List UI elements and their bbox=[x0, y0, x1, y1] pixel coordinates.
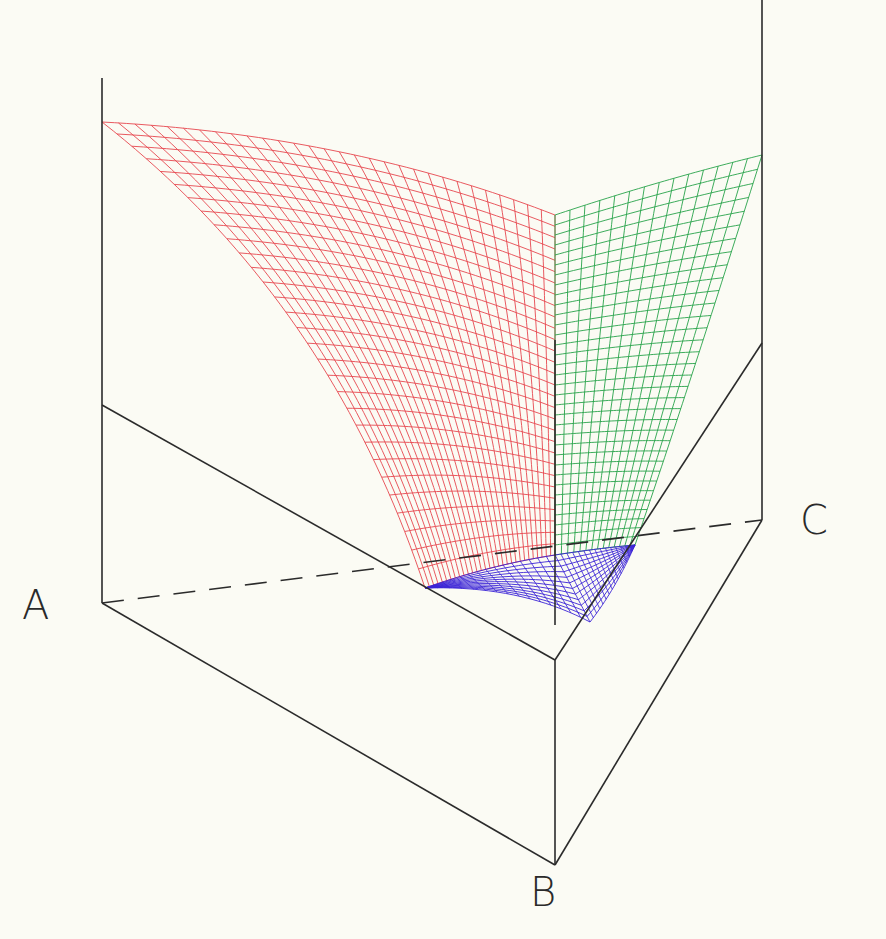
surface-mesh bbox=[307, 343, 555, 396]
surface-mesh bbox=[354, 155, 494, 567]
surface-mesh bbox=[555, 441, 670, 445]
surface-mesh bbox=[555, 451, 667, 455]
surface-mesh bbox=[174, 184, 555, 271]
surface-mesh bbox=[635, 155, 762, 545]
surface-mesh bbox=[555, 303, 715, 325]
surface-mesh bbox=[160, 171, 555, 260]
surface-mesh bbox=[555, 528, 641, 535]
surface-mesh bbox=[132, 146, 555, 237]
surface-mesh bbox=[328, 375, 555, 419]
vertex-label: C bbox=[800, 500, 828, 540]
surface-mesh bbox=[390, 491, 555, 498]
base-edge bbox=[555, 520, 762, 865]
surface-mesh bbox=[555, 225, 740, 265]
surface-mesh bbox=[555, 386, 688, 395]
vertex-label: B bbox=[530, 872, 556, 912]
surface-mesh bbox=[425, 545, 635, 588]
surface-mesh bbox=[580, 196, 615, 552]
surface-mesh bbox=[405, 520, 555, 531]
surface-mesh bbox=[555, 471, 660, 475]
surface-mesh bbox=[135, 124, 434, 585]
surface-mesh bbox=[239, 253, 555, 328]
surface-mesh bbox=[471, 186, 529, 560]
surface-mesh bbox=[382, 475, 555, 487]
surface-mesh bbox=[324, 149, 486, 570]
surface-mesh bbox=[425, 545, 635, 588]
surface-mesh bbox=[555, 430, 674, 435]
surface-mesh bbox=[337, 392, 555, 431]
surface-mesh bbox=[397, 506, 555, 513]
surface-mesh bbox=[339, 152, 490, 569]
surface-mesh bbox=[555, 509, 647, 515]
surface-mesh bbox=[555, 238, 736, 275]
surface-mesh bbox=[555, 419, 677, 425]
surface-mesh bbox=[425, 545, 635, 589]
surface-mesh bbox=[201, 211, 555, 294]
surface-mesh bbox=[117, 134, 555, 226]
surface-mesh bbox=[425, 545, 635, 616]
surface-mesh bbox=[555, 169, 757, 225]
surface-mesh bbox=[457, 181, 525, 560]
surface-mesh bbox=[146, 159, 555, 249]
surface-mesh bbox=[286, 312, 555, 374]
surface-mesh bbox=[555, 398, 684, 405]
vertical-axis bbox=[101, 78, 103, 603]
surface-mesh bbox=[568, 205, 585, 553]
surface-mesh bbox=[555, 352, 699, 365]
top-edge bbox=[102, 405, 555, 660]
vertical-axis bbox=[554, 660, 556, 865]
surface-mesh bbox=[425, 545, 635, 588]
vertical-axis bbox=[554, 340, 556, 625]
top-edge bbox=[555, 343, 762, 660]
surface-mesh bbox=[251, 267, 555, 339]
surface-mesh bbox=[625, 162, 733, 546]
surface-mesh bbox=[555, 363, 696, 375]
surface-mesh bbox=[419, 544, 555, 569]
surface-mesh bbox=[227, 239, 555, 317]
surface-mesh bbox=[199, 130, 451, 579]
surface-mesh bbox=[425, 545, 635, 588]
surface-mesh bbox=[555, 500, 650, 505]
surface-mesh bbox=[555, 197, 749, 245]
vertex-label: A bbox=[22, 585, 49, 625]
surface-mesh bbox=[412, 532, 555, 550]
surface-mesh bbox=[215, 132, 455, 578]
surface-mesh bbox=[425, 545, 635, 588]
surface-mesh bbox=[425, 545, 635, 622]
surface-mesh bbox=[373, 459, 555, 476]
surface-mesh bbox=[555, 211, 744, 255]
base-edge bbox=[102, 603, 555, 865]
surface-mesh bbox=[214, 225, 555, 306]
surface-mesh bbox=[555, 290, 719, 315]
surface-mesh bbox=[555, 328, 707, 345]
surface-mesh bbox=[555, 519, 644, 525]
surface-mesh bbox=[425, 545, 635, 588]
surface-mesh bbox=[555, 409, 681, 415]
surface-mesh bbox=[555, 315, 711, 335]
surface-mesh bbox=[118, 123, 429, 587]
surface-mesh bbox=[555, 183, 753, 235]
liquidus-surfaces bbox=[102, 122, 762, 622]
surface-mesh bbox=[425, 545, 635, 611]
surface-mesh bbox=[555, 265, 727, 295]
surface-mesh bbox=[384, 162, 503, 565]
surface-mesh bbox=[297, 328, 555, 386]
surface-mesh bbox=[102, 122, 555, 215]
surface-mesh bbox=[555, 491, 653, 495]
surface-mesh bbox=[555, 375, 692, 385]
vertical-axis bbox=[761, 0, 763, 520]
prism-frame bbox=[102, 0, 762, 865]
surface-mesh bbox=[356, 425, 555, 453]
surface-mesh bbox=[555, 461, 663, 465]
surface-mesh bbox=[555, 481, 657, 485]
